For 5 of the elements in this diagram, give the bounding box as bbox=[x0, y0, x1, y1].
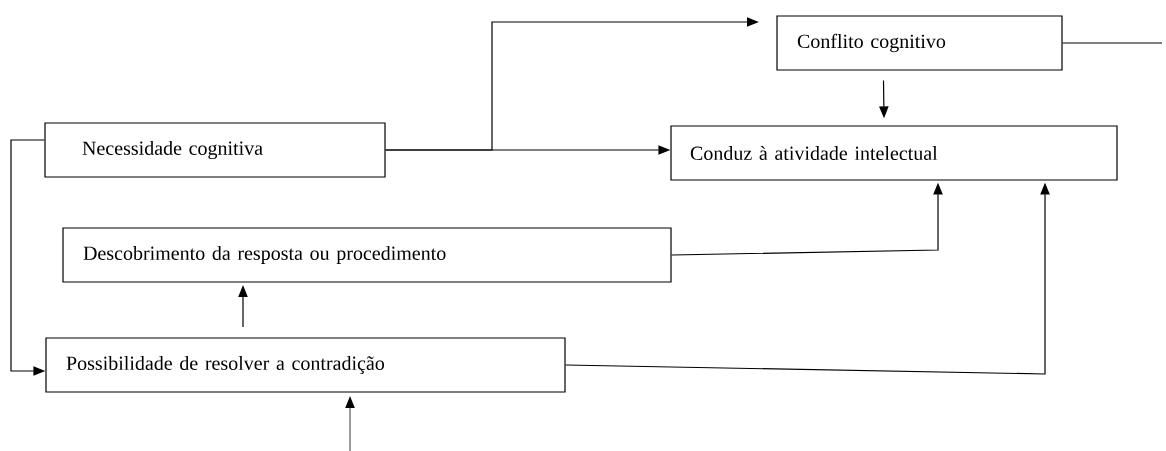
process-box: Conduz à atividade intelectual bbox=[670, 125, 1118, 181]
process-box: Descobrimento da resposta ou procedimento bbox=[62, 227, 672, 283]
process-box: Possibilidade de resolver a contradição bbox=[45, 337, 566, 393]
process-box: Necessidade cognitiva bbox=[44, 122, 386, 178]
process-box: Conflito cognitivo bbox=[776, 15, 1063, 71]
